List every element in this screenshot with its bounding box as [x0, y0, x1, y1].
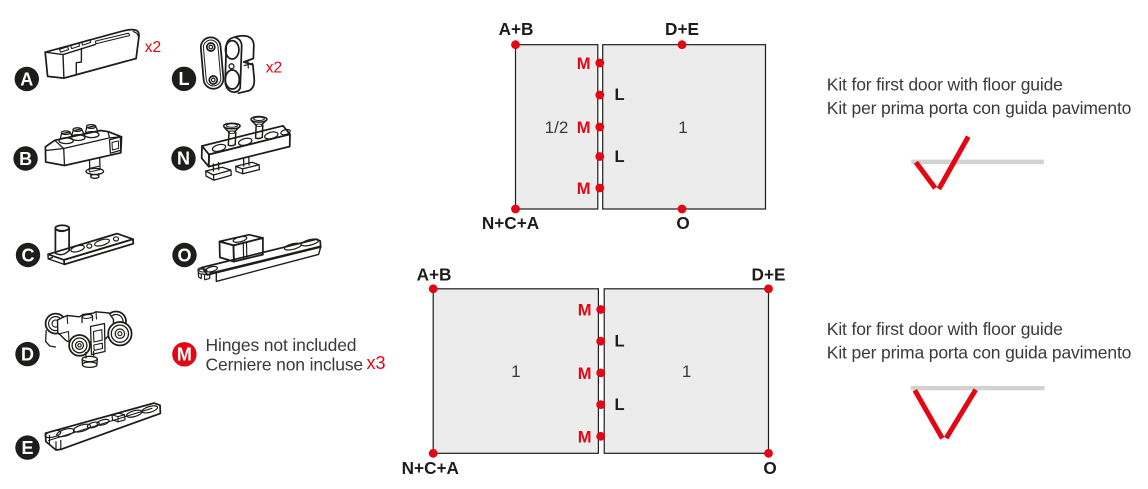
svg-text:O: O	[763, 458, 776, 478]
svg-text:N+C+A: N+C+A	[482, 213, 539, 233]
svg-text:M: M	[578, 302, 592, 320]
svg-text:L: L	[179, 69, 190, 89]
svg-text:O: O	[676, 213, 689, 233]
svg-text:x3: x3	[367, 353, 386, 373]
svg-text:L: L	[615, 86, 625, 104]
svg-text:1/2: 1/2	[545, 118, 569, 137]
svg-text:M: M	[578, 429, 592, 447]
svg-text:1: 1	[682, 362, 691, 381]
svg-text:Cerniere non incluse: Cerniere non incluse	[206, 354, 364, 374]
svg-text:Kit per prima porta con guida: Kit per prima porta con guida pavimento	[827, 343, 1131, 363]
svg-text:Kit for first door with floor: Kit for first door with floor guide	[827, 74, 1063, 94]
svg-text:B: B	[19, 149, 32, 169]
svg-text:M: M	[177, 345, 192, 365]
svg-text:x2: x2	[145, 39, 161, 56]
svg-text:M: M	[577, 119, 591, 137]
svg-text:D: D	[21, 344, 34, 364]
svg-text:A+B: A+B	[417, 265, 452, 285]
svg-text:x2: x2	[266, 60, 282, 77]
svg-text:Hinges not included: Hinges not included	[206, 335, 357, 355]
svg-text:N+C+A: N+C+A	[402, 458, 459, 478]
svg-text:C: C	[22, 245, 35, 265]
svg-text:D+E: D+E	[665, 19, 699, 39]
svg-text:A+B: A+B	[499, 19, 534, 39]
svg-text:D+E: D+E	[752, 265, 786, 285]
svg-text:O: O	[177, 245, 191, 265]
svg-text:L: L	[615, 332, 625, 350]
svg-text:1: 1	[511, 362, 520, 381]
svg-text:E: E	[21, 438, 33, 458]
svg-text:M: M	[577, 180, 591, 198]
svg-text:M: M	[577, 55, 591, 73]
svg-text:1: 1	[678, 118, 687, 137]
svg-text:Kit for first door with floor: Kit for first door with floor guide	[827, 319, 1063, 339]
svg-text:L: L	[615, 148, 625, 166]
svg-text:A: A	[20, 69, 33, 89]
svg-text:L: L	[615, 396, 625, 414]
svg-text:Kit per prima porta con guida: Kit per prima porta con guida pavimento	[827, 98, 1131, 118]
svg-text:M: M	[578, 365, 592, 383]
svg-text:N: N	[177, 149, 190, 169]
